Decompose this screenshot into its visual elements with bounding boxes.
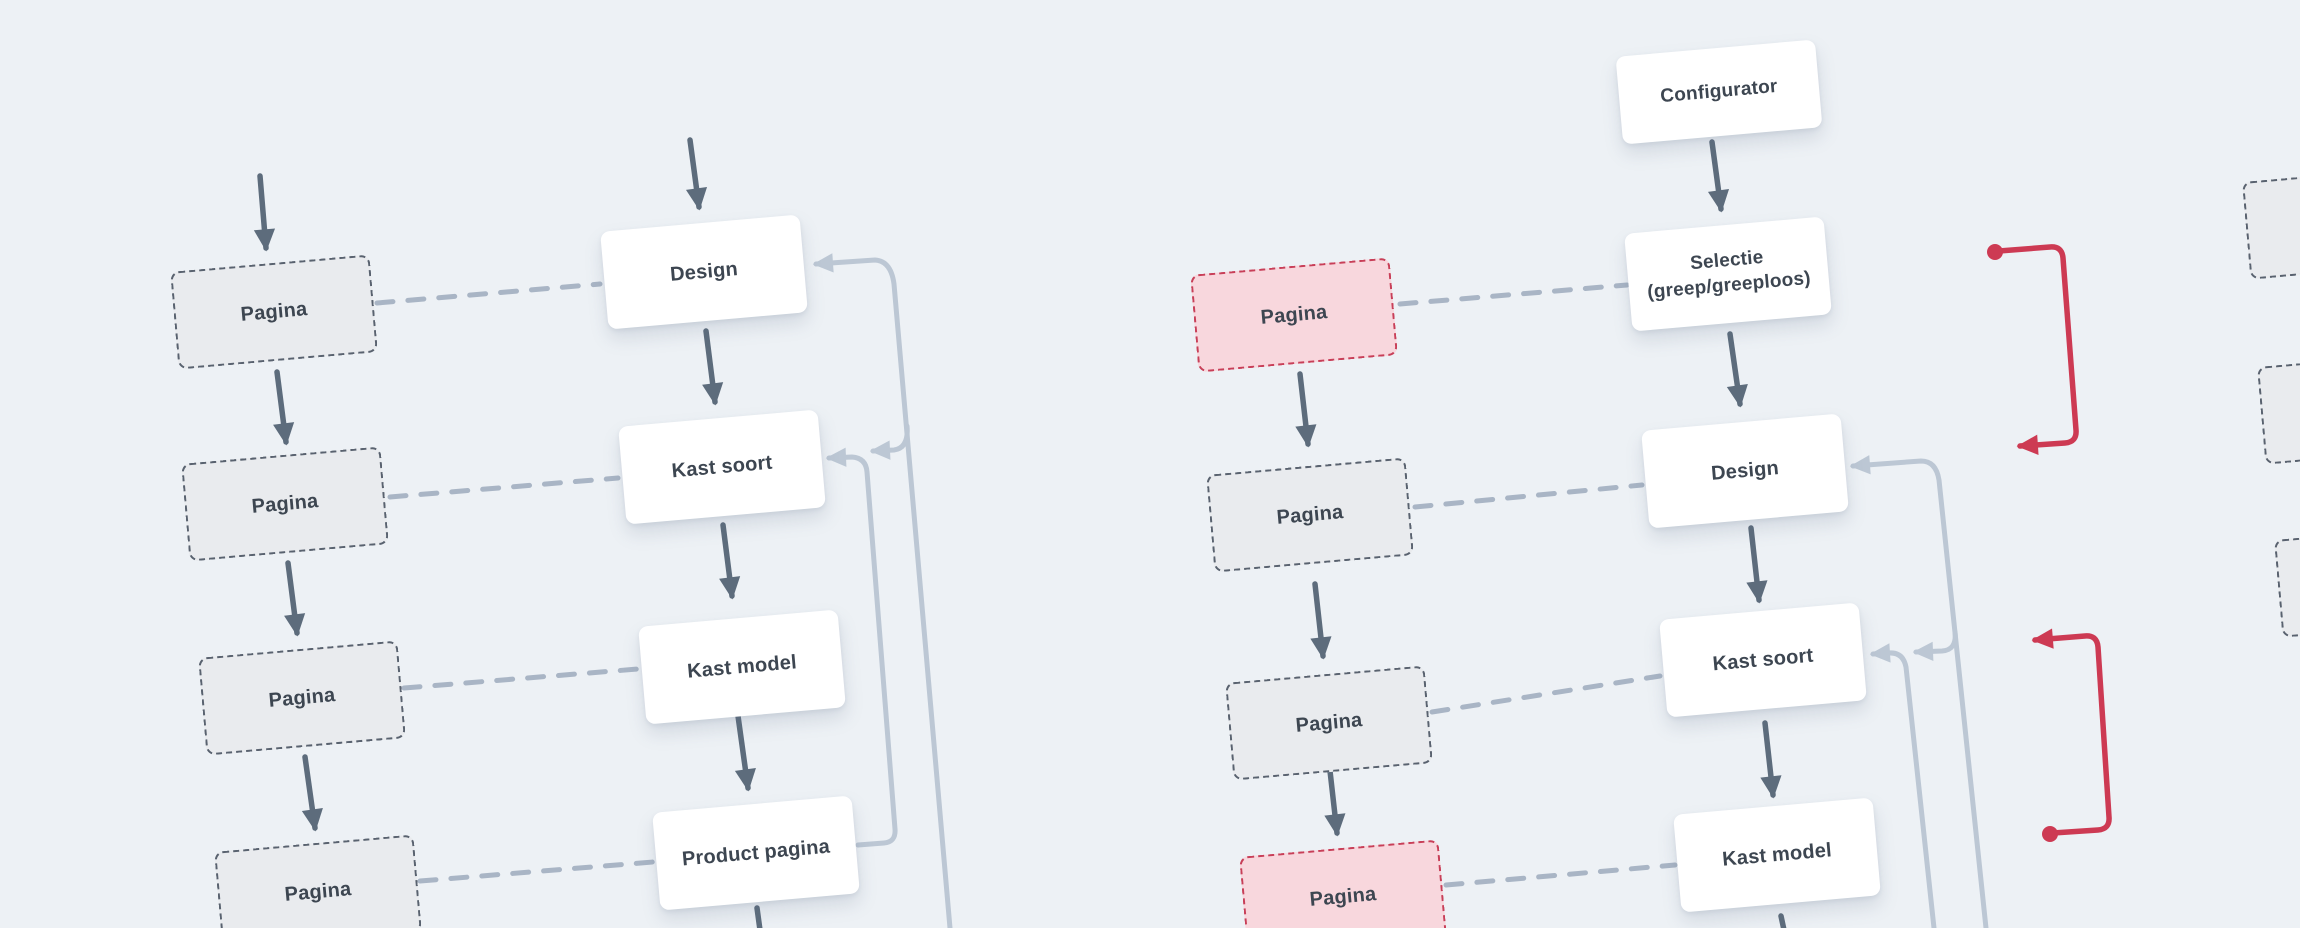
node-label: Design	[669, 258, 739, 286]
flow-arrows	[253, 137, 1787, 928]
node-label: Selectie (greep/greeploos)	[1646, 247, 1812, 304]
node-product-pagina-1[interactable]: Product pagina	[652, 795, 860, 911]
node-partial-2[interactable]	[2257, 349, 2300, 465]
node-pagina-2[interactable]: Pagina	[181, 446, 389, 562]
feedback-loops	[812, 253, 1989, 928]
node-label: Pagina	[267, 684, 337, 712]
node-design-1[interactable]: Design	[600, 214, 808, 330]
node-configurator[interactable]: Configurator	[1615, 39, 1823, 145]
node-kast-model-2[interactable]: Kast model	[1673, 797, 1881, 913]
node-pagina-1[interactable]: Pagina	[170, 254, 378, 370]
node-label: Pagina	[1259, 301, 1329, 329]
node-label: Configurator	[1659, 75, 1779, 107]
node-label: Kast model	[686, 651, 798, 683]
node-partial-1[interactable]	[2242, 164, 2300, 280]
node-label: Kast model	[1721, 839, 1833, 871]
node-selectie[interactable]: Selectie (greep/greeploos)	[1624, 216, 1832, 332]
node-kast-soort-1[interactable]: Kast soort	[618, 409, 826, 525]
node-label: Pagina	[250, 490, 320, 518]
red-connector-dot	[1987, 244, 2003, 260]
node-label: Pagina	[1308, 883, 1378, 911]
node-kast-soort-2[interactable]: Kast soort	[1659, 602, 1867, 718]
node-label: Design	[1710, 457, 1780, 485]
node-kast-model-1[interactable]: Kast model	[638, 609, 846, 725]
node-pagina-7[interactable]: Pagina	[1225, 665, 1433, 781]
node-label: Pagina	[283, 878, 353, 906]
red-connector-dot	[2042, 826, 2058, 842]
node-label: Pagina	[239, 298, 309, 326]
node-pagina-5[interactable]: Pagina	[1190, 257, 1398, 373]
node-pagina-3[interactable]: Pagina	[198, 640, 406, 756]
node-pagina-4[interactable]: Pagina	[214, 834, 422, 928]
node-label: Kast soort	[670, 451, 774, 483]
red-annotation-brackets	[1987, 244, 2112, 842]
node-label: Kast soort	[1711, 644, 1815, 676]
node-pagina-6[interactable]: Pagina	[1206, 457, 1414, 573]
node-label: Pagina	[1294, 709, 1364, 737]
node-label: Product pagina	[681, 835, 831, 871]
node-design-2[interactable]: Design	[1641, 413, 1849, 529]
dashed-page-links	[374, 281, 1678, 888]
node-label: Pagina	[1275, 501, 1345, 529]
